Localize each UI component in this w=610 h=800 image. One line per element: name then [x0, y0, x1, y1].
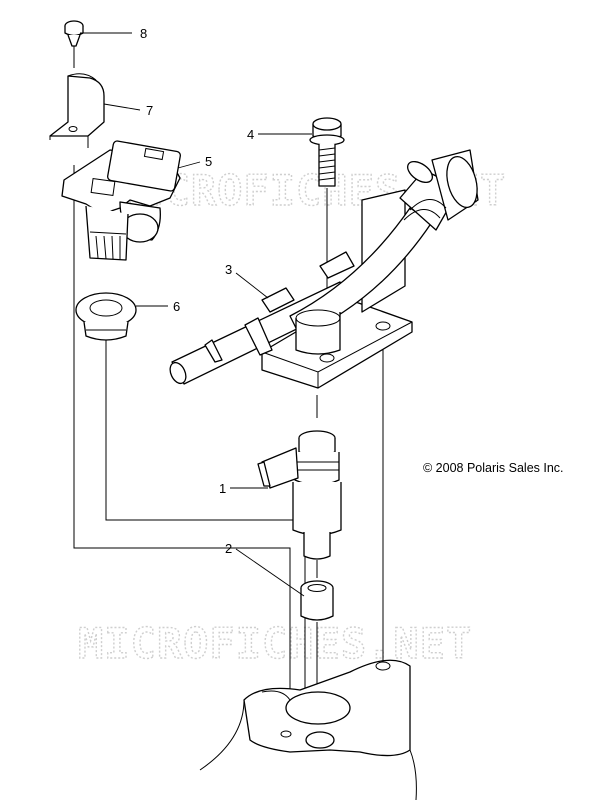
callout-number-8: 8: [140, 26, 147, 41]
sensor-part: [61, 140, 181, 261]
callout-number-5: 5: [205, 154, 212, 169]
bolt-part: [309, 117, 345, 187]
intake-manifold-part: [199, 659, 417, 800]
watermark-bottom: MICROFICHES.NET: [78, 619, 472, 668]
callout-number-6: 6: [173, 299, 180, 314]
callout-number-4: 4: [247, 127, 254, 142]
callout-number-7: 7: [146, 103, 153, 118]
screw-part: [64, 20, 84, 47]
bracket-part: [49, 73, 105, 148]
callout-number-2: 2: [225, 541, 232, 556]
callout-number-3: 3: [225, 262, 232, 277]
copyright-text: © 2008 Polaris Sales Inc.: [423, 461, 564, 475]
callout-number-1: 1: [219, 481, 226, 496]
grommet-part: [75, 292, 137, 341]
callout-leaders: [80, 32, 312, 597]
fuel-injector-part: [257, 430, 342, 560]
fuel-rail-part: [169, 149, 479, 389]
spacer-part: [300, 580, 334, 621]
